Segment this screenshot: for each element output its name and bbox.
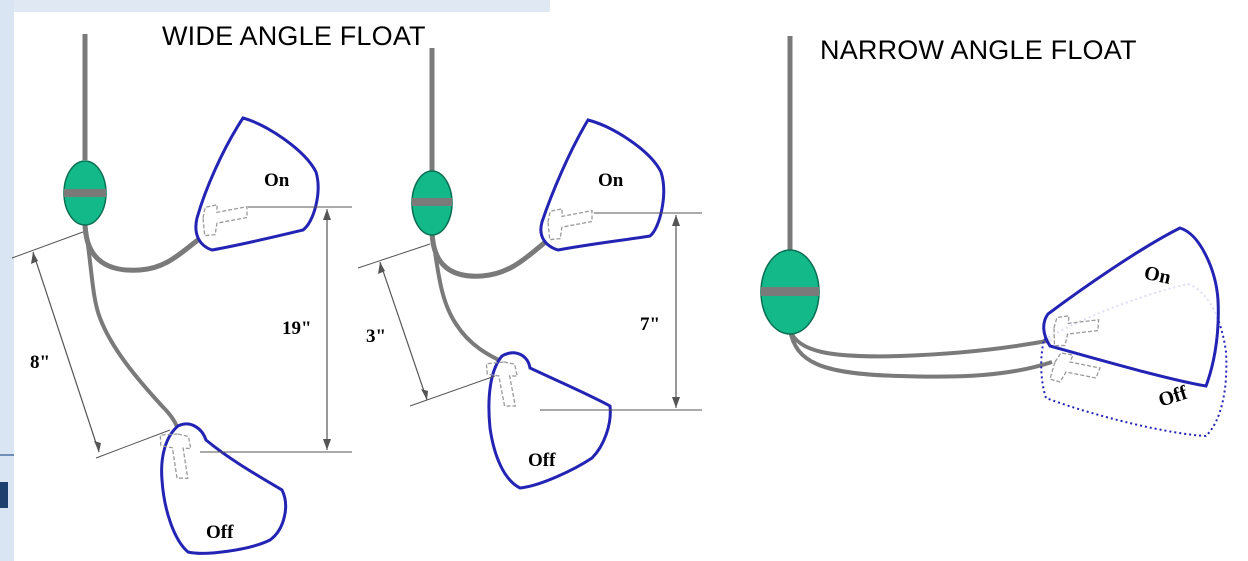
- wide-float-diagram-2: On Off 3" 7": [357, 48, 702, 490]
- cable-to-on: [788, 329, 1053, 359]
- tether-length-dimension: 8": [11, 231, 171, 459]
- cable-float: [63, 160, 107, 226]
- wide-float-diagram-1: On Off 8" 19": [11, 34, 352, 555]
- cable-to-on: [429, 231, 550, 279]
- cable-float: [411, 170, 453, 236]
- narrow-float-diagram: Off On: [760, 36, 1228, 438]
- narrow-angle-float-title: NARROW ANGLE FLOAT: [820, 35, 1137, 65]
- slide-frame-glyph: [0, 482, 8, 508]
- on-label: On: [1142, 262, 1173, 289]
- cable-to-on: [82, 223, 207, 273]
- tether-length-label: 3": [366, 326, 386, 347]
- cable-to-off: [83, 223, 180, 431]
- drop-distance-label: 7": [640, 314, 660, 335]
- on-label: On: [598, 170, 624, 191]
- tether-length-dimension: 3": [357, 243, 496, 407]
- cable-to-off: [430, 231, 504, 364]
- on-label: On: [264, 170, 290, 191]
- switch-off-position: Off: [156, 422, 352, 555]
- off-label: Off: [528, 450, 556, 471]
- slide-frame-left: [0, 0, 14, 561]
- wide-angle-float-title: WIDE ANGLE FLOAT: [162, 21, 426, 51]
- cable-to-off: [788, 329, 1053, 379]
- cable-float: [760, 249, 820, 335]
- slide-frame-rule: [0, 454, 14, 456]
- tether-length-label: 8": [30, 352, 50, 373]
- drop-distance-dimension: 7": [640, 215, 680, 408]
- drop-distance-label: 19": [282, 318, 312, 339]
- switch-on-position: On: [539, 118, 702, 252]
- switch-off-position: Off: [482, 351, 702, 490]
- switch-on-position: On: [194, 116, 352, 252]
- switch-on-position: On: [1042, 226, 1220, 388]
- off-label: Off: [1156, 382, 1191, 412]
- slide-frame-top: [14, 0, 550, 12]
- off-label: Off: [206, 522, 234, 543]
- drop-distance-dimension: 19": [282, 209, 331, 450]
